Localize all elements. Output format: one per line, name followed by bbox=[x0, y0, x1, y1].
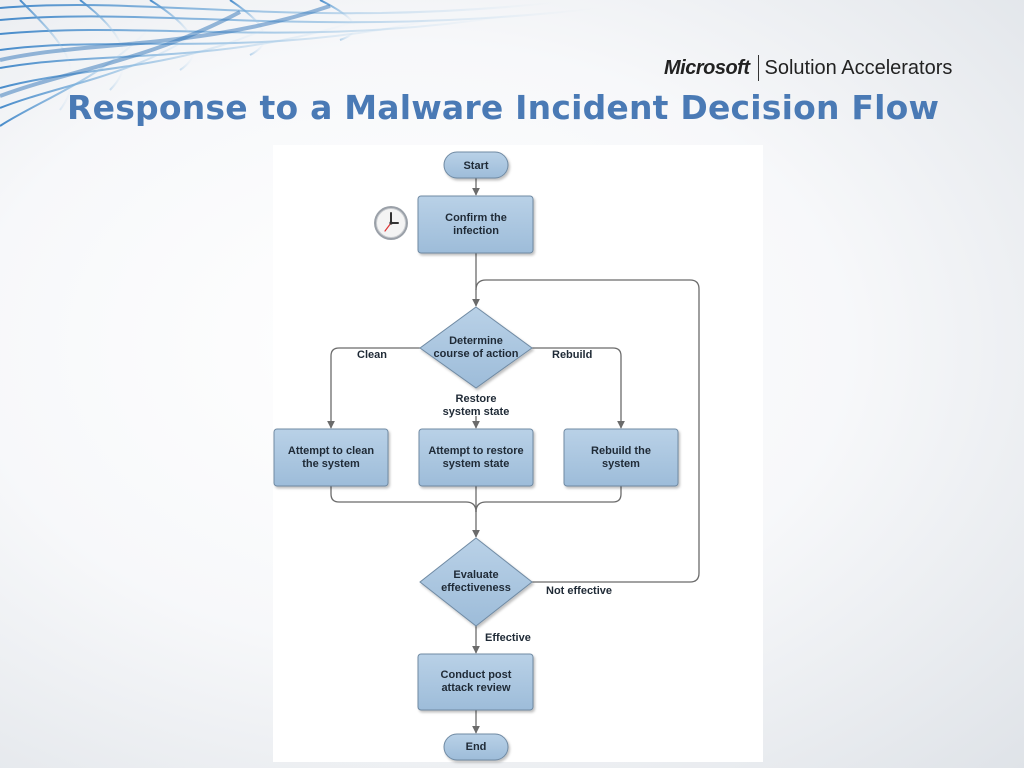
rebuild-system-label-line1: Rebuild the bbox=[591, 445, 651, 457]
connector-clean-merge bbox=[330, 486, 480, 538]
connector-clean-branch bbox=[327, 347, 420, 429]
end-label: End bbox=[466, 741, 487, 753]
attempt-clean-label-line1: Attempt to clean bbox=[288, 445, 374, 457]
start-label: Start bbox=[463, 160, 488, 172]
end-node bbox=[443, 733, 509, 761]
restore-branch-label-line1: Restore bbox=[456, 393, 497, 405]
rebuild-system-label-line2: system bbox=[602, 458, 640, 470]
connector-rebuild-merge bbox=[475, 486, 622, 513]
clean-branch-label: Clean bbox=[357, 349, 387, 361]
not-effective-label: Not effective bbox=[546, 585, 612, 597]
attempt-clean-label-line2: the system bbox=[302, 458, 360, 470]
microsoft-solution-accelerators-logo: Microsoft Solution Accelerators bbox=[664, 53, 952, 83]
attempt-restore-label-line2: system state bbox=[443, 458, 510, 470]
confirm-label-line2: infection bbox=[453, 225, 499, 237]
rebuild-system-node bbox=[563, 428, 679, 487]
review-label-line1: Conduct post bbox=[441, 669, 512, 681]
evaluate-label-line2: effectiveness bbox=[441, 582, 511, 594]
attempt-clean-node bbox=[273, 428, 389, 487]
start-node bbox=[443, 151, 509, 179]
connector-not-effective-loop bbox=[475, 279, 700, 583]
confirm-label-line1: Confirm the bbox=[445, 212, 507, 224]
attempt-restore-node bbox=[418, 428, 534, 487]
header-swirl-decoration bbox=[0, 0, 601, 127]
rebuild-branch-label: Rebuild bbox=[552, 349, 592, 361]
effective-label: Effective bbox=[485, 632, 531, 644]
review-label-line2: attack review bbox=[441, 682, 511, 694]
restore-branch-label-line2: system state bbox=[443, 406, 510, 418]
determine-label-line2: course of action bbox=[434, 348, 519, 360]
logo-separator bbox=[757, 55, 759, 81]
connector-rebuild-branch bbox=[532, 347, 625, 429]
logo-product: Solution Accelerators bbox=[764, 56, 953, 79]
slide-title: Response to a Malware Incident Decision … bbox=[67, 88, 940, 127]
post-attack-review-node bbox=[417, 653, 534, 711]
logo-brand: Microsoft bbox=[664, 56, 750, 79]
evaluate-effectiveness-decision bbox=[419, 537, 533, 627]
determine-course-decision bbox=[419, 306, 533, 389]
confirm-infection-node bbox=[417, 195, 534, 254]
evaluate-label-line1: Evaluate bbox=[453, 569, 498, 581]
clock-icon bbox=[374, 206, 408, 240]
attempt-restore-label-line1: Attempt to restore bbox=[428, 445, 523, 457]
determine-label-line1: Determine bbox=[449, 335, 503, 347]
